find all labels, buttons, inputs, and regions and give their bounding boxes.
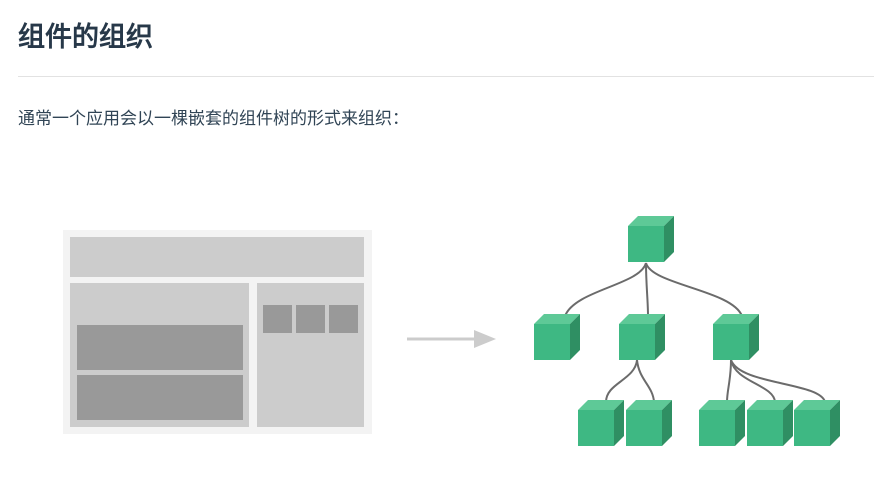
tree-edge (564, 262, 647, 317)
layout-content-block (77, 375, 243, 420)
intro-paragraph: 通常一个应用会以一棵嵌套的组件树的形式来组织： (18, 109, 409, 129)
tree-node (619, 314, 665, 360)
layout-sidebar-tile (329, 305, 358, 333)
tree-node (794, 400, 840, 446)
tree-node (747, 400, 793, 446)
title-divider (18, 76, 874, 77)
tree-root-node (628, 216, 674, 262)
layout-content-block (77, 325, 243, 370)
tree-edge (726, 359, 732, 403)
tree-node (699, 400, 745, 446)
tree-node (578, 400, 624, 446)
page-layout-mockup (63, 230, 372, 434)
layout-sidebar-tile (263, 305, 292, 333)
tree-node (713, 314, 759, 360)
arrow-icon (407, 330, 496, 348)
layout-header (70, 237, 364, 277)
tree-edge (645, 262, 743, 317)
tree-edge (645, 262, 649, 317)
page-title: 组件的组织 (18, 22, 153, 53)
tree-edge (636, 359, 655, 403)
tree-node (534, 314, 580, 360)
tree-edge (730, 359, 776, 403)
tree-node (626, 400, 672, 446)
tree-nodes (534, 216, 840, 446)
tree-edge (605, 359, 638, 403)
tree-edges (564, 262, 826, 403)
layout-sidebar-panel (257, 283, 364, 427)
tree-edge (730, 359, 826, 403)
layout-sidebar-tile (296, 305, 325, 333)
